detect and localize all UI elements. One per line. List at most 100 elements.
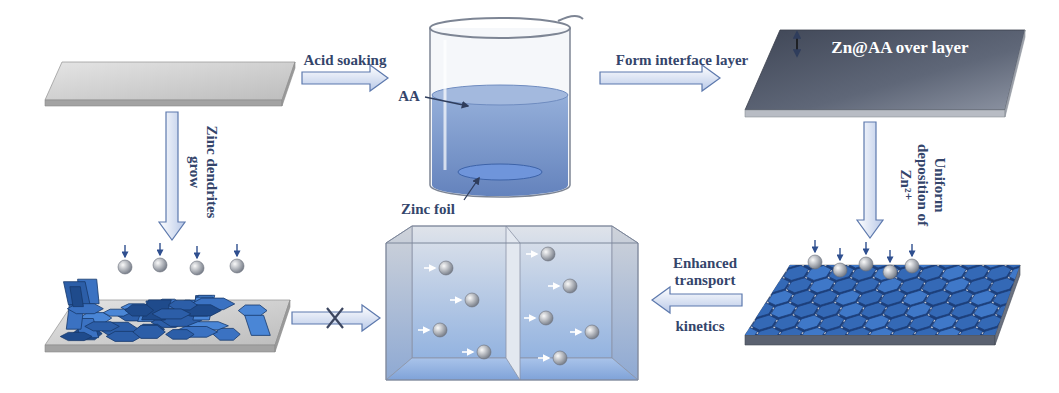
step-label: Enhanced transport xyxy=(665,255,745,289)
ion-arrow xyxy=(524,317,535,319)
zinc-hexagon xyxy=(1025,328,1050,343)
zinc-ion xyxy=(153,258,167,272)
hexagon-side xyxy=(822,244,847,259)
zinc-hexagon xyxy=(996,303,1021,318)
hexagon-side xyxy=(723,293,748,308)
zinc-hexagon xyxy=(733,328,758,343)
ion-arrow xyxy=(548,285,559,287)
hexagon-side xyxy=(890,244,915,259)
zinc-hexagon xyxy=(732,241,757,256)
zinc-hexagon xyxy=(778,328,803,343)
box-frame xyxy=(386,243,638,380)
cross-mark xyxy=(327,308,343,328)
beaker-glass xyxy=(430,28,570,197)
leader-line xyxy=(425,97,468,106)
hexagon-side xyxy=(957,244,982,259)
zinc-foil xyxy=(45,62,295,100)
zinc-hexagon xyxy=(723,290,748,305)
zinc-disc xyxy=(458,164,542,180)
zinc-hexagon xyxy=(1028,253,1053,268)
block-arrow xyxy=(857,122,883,238)
hexagon-side xyxy=(742,281,767,296)
dendrite-flake xyxy=(152,309,191,319)
foil-edge xyxy=(45,345,275,352)
zinc-hexagon xyxy=(845,241,870,256)
zinc-hexagon xyxy=(958,328,983,343)
ion-arrow xyxy=(570,331,581,333)
ion-arrow xyxy=(462,351,473,353)
acid-solution xyxy=(432,95,568,196)
foil-edge xyxy=(745,110,1005,117)
block-arrow xyxy=(302,65,388,91)
dendrite-flake xyxy=(85,322,120,331)
hexagon-side xyxy=(1025,244,1050,259)
beaker-rim xyxy=(430,18,570,38)
dendrite-flake xyxy=(125,305,154,316)
foil-side xyxy=(275,300,290,352)
zinc-hexagon xyxy=(681,303,706,318)
thickness-marker xyxy=(796,32,797,56)
separator xyxy=(506,226,520,380)
zinc-ion xyxy=(553,351,567,365)
zinc-hexagon xyxy=(800,328,825,343)
zinc-hexagon xyxy=(999,315,1024,330)
box-wall xyxy=(612,226,638,380)
zinc-hexagon xyxy=(1025,241,1050,256)
zinc-ion xyxy=(433,323,447,337)
beaker-spout xyxy=(558,16,583,21)
zinc-hexagon xyxy=(890,328,915,343)
zinc-hexagon xyxy=(993,290,1018,305)
zinc-ion xyxy=(539,311,553,325)
zinc-ion xyxy=(859,257,873,271)
step-label: kinetics xyxy=(660,318,740,335)
dendrite-flake xyxy=(133,325,165,338)
box-wall xyxy=(386,226,412,380)
hexagon-side xyxy=(1025,331,1050,346)
zinc-hexagon xyxy=(1047,241,1059,256)
zinc-hexagon xyxy=(980,241,1005,256)
zinc-hexagon xyxy=(977,315,1002,330)
zinc-hexagon xyxy=(1022,315,1047,330)
zinc-hexagon xyxy=(1054,266,1059,281)
dendrite-flake xyxy=(168,300,197,310)
zinc-hexagon xyxy=(1015,290,1040,305)
zinc-ion xyxy=(439,261,453,275)
hexagon-side xyxy=(912,244,937,259)
zinc-ion xyxy=(563,279,577,293)
zinc-ion xyxy=(883,265,897,279)
block-arrow xyxy=(292,305,380,331)
hexagon-side xyxy=(1044,318,1059,333)
ion-arrow xyxy=(865,242,866,254)
step-label: Zinc dendrites grow xyxy=(186,116,220,228)
glass-highlight xyxy=(444,40,447,170)
zinc-hexagon xyxy=(700,290,725,305)
ion-arrow xyxy=(196,246,197,258)
box-top-edge xyxy=(386,226,638,243)
foil-edge xyxy=(45,100,282,106)
hexagon-side xyxy=(1041,306,1059,321)
leader-line xyxy=(464,178,479,200)
zinc-hexagon xyxy=(823,328,848,343)
hexagon-side xyxy=(700,293,725,308)
step-label: Acid soaking xyxy=(285,52,405,69)
zinc-hexagon xyxy=(1038,290,1059,305)
hexagon-side xyxy=(1047,244,1059,259)
hexagon-side xyxy=(935,244,960,259)
hexagon-side xyxy=(1012,281,1037,296)
zinc-hexagon xyxy=(742,278,767,293)
zinc-hexagon xyxy=(913,328,938,343)
zinc-hexagon xyxy=(735,253,760,268)
hexagon-side xyxy=(980,244,1005,259)
zinc-ion xyxy=(190,261,204,275)
zinc-hexagon xyxy=(868,328,893,343)
zinc-hexagon xyxy=(1044,315,1059,330)
ion-arrow xyxy=(889,250,890,262)
ion-arrow xyxy=(911,244,912,256)
step-label: Uniform deposition of Zn²⁺ xyxy=(897,129,948,241)
zinc-ion xyxy=(585,325,599,339)
layer-label: Zn@AA over layer xyxy=(831,38,968,58)
hexagon-side xyxy=(1051,256,1059,271)
hexagon-side xyxy=(1031,269,1056,284)
zinc-hexagon xyxy=(726,303,751,318)
